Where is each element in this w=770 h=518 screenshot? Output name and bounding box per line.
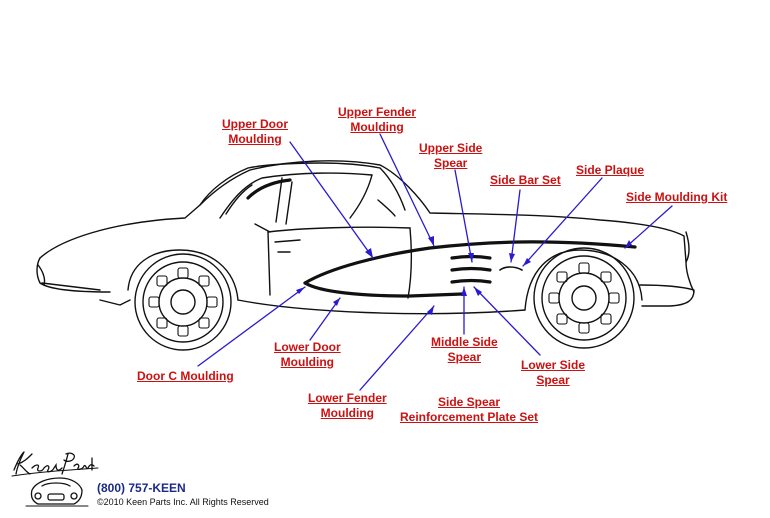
pointer-arrowheads	[296, 236, 632, 315]
label-side-plaque[interactable]: Side Plaque	[576, 163, 644, 178]
label-side-spear-reinforcement-plate-set[interactable]: Side Spear Reinforcement Plate Set	[400, 395, 538, 425]
label-upper-fender-moulding[interactable]: Upper Fender Moulding	[338, 105, 416, 135]
label-side-bar-set[interactable]: Side Bar Set	[490, 173, 561, 188]
label-line: Side Plaque	[576, 163, 645, 177]
label-line: Spear	[536, 373, 570, 387]
label-line: Middle Side	[431, 335, 498, 349]
label-line: Moulding	[350, 120, 404, 134]
label-line: Door C Moulding	[137, 369, 234, 383]
label-upper-door-moulding[interactable]: Upper Door Moulding	[222, 117, 288, 147]
label-line: Upper Door	[222, 117, 288, 131]
label-line: Moulding	[228, 132, 282, 146]
label-door-c-moulding[interactable]: Door C Moulding	[137, 369, 234, 384]
label-lower-door-moulding[interactable]: Lower Door Moulding	[274, 340, 341, 370]
car-body-outline	[36, 160, 695, 315]
pointer-lines	[197, 133, 673, 391]
label-line: Side Moulding Kit	[626, 190, 728, 204]
label-upper-side-spear[interactable]: Upper Side Spear	[419, 141, 482, 171]
label-line: Upper Fender	[338, 105, 417, 119]
keen-parts-logo	[11, 451, 99, 507]
label-line: Spear	[434, 156, 468, 170]
label-line: Moulding	[280, 355, 334, 369]
label-middle-side-spear[interactable]: Middle Side Spear	[431, 335, 498, 365]
label-line: Lower Fender	[308, 391, 387, 405]
label-lower-side-spear[interactable]: Lower Side Spear	[521, 358, 585, 388]
label-line: Reinforcement Plate Set	[400, 410, 539, 424]
car-door	[254, 223, 413, 299]
car-roof	[199, 162, 406, 225]
label-line: Spear	[447, 350, 482, 364]
label-line: Moulding	[320, 406, 374, 420]
rear-wheel	[524, 247, 643, 349]
label-line: Lower Door	[274, 340, 341, 354]
phone-number: (800) 757-KEEN	[97, 481, 186, 495]
label-line: Side Bar Set	[490, 173, 561, 187]
label-side-moulding-kit[interactable]: Side Moulding Kit	[626, 190, 727, 205]
copyright-text: ©2010 Keen Parts Inc. All Rights Reserve…	[97, 497, 269, 507]
side-plaque-shape	[499, 266, 523, 271]
label-lower-fender-moulding[interactable]: Lower Fender Moulding	[308, 391, 387, 421]
side-mouldings	[246, 178, 637, 298]
front-wheel	[127, 249, 239, 351]
label-line: Lower Side	[521, 358, 586, 372]
label-line: Side Spear	[438, 395, 501, 409]
label-line: Upper Side	[419, 141, 483, 155]
